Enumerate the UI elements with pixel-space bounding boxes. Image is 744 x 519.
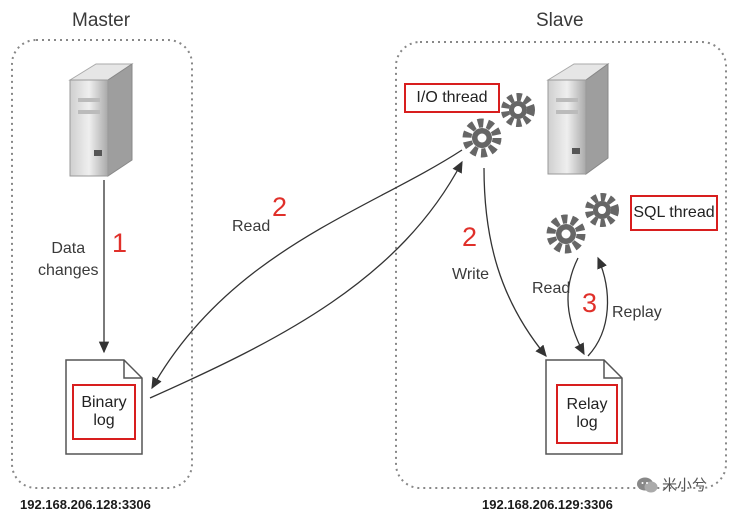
sql-thread-gears-icon bbox=[546, 193, 619, 254]
sql-read-arrow bbox=[567, 257, 585, 356]
master-server-icon bbox=[68, 63, 134, 177]
binary-log-box: Binary log bbox=[72, 384, 136, 440]
read-request-arrow bbox=[151, 149, 463, 390]
write-label: Write bbox=[452, 266, 490, 283]
data-changes-label: Data changes bbox=[38, 240, 99, 279]
step-1-number: 1 bbox=[112, 228, 128, 258]
replay-arrow bbox=[587, 256, 609, 357]
master-container bbox=[11, 39, 193, 489]
master-address: 192.168.206.128:3306 bbox=[20, 497, 151, 512]
write-arrow bbox=[483, 167, 547, 358]
slave-address: 192.168.206.129:3306 bbox=[482, 497, 613, 512]
sql-thread-box: SQL thread bbox=[630, 195, 718, 231]
wechat-icon bbox=[636, 476, 658, 494]
io-thread-box: I/O thread bbox=[404, 83, 500, 113]
io-thread-gears-icon bbox=[462, 93, 535, 158]
relay-log-box: Relay log bbox=[556, 384, 618, 444]
step-2-write-number: 2 bbox=[462, 222, 478, 252]
watermark: 米小兮 bbox=[636, 474, 707, 495]
step-3-number: 3 bbox=[582, 288, 598, 318]
slave-server-icon bbox=[546, 63, 610, 175]
replay-label: Replay bbox=[612, 304, 662, 321]
watermark-text: 米小兮 bbox=[662, 477, 708, 494]
master-title: Master bbox=[72, 10, 131, 31]
read-label: Read bbox=[232, 218, 271, 235]
slave-title: Slave bbox=[536, 10, 584, 31]
slave-container bbox=[395, 41, 727, 489]
binlog-to-io-arrow bbox=[149, 160, 463, 399]
sql-read-label: Read bbox=[532, 280, 571, 297]
step-2-read-number: 2 bbox=[272, 192, 288, 222]
